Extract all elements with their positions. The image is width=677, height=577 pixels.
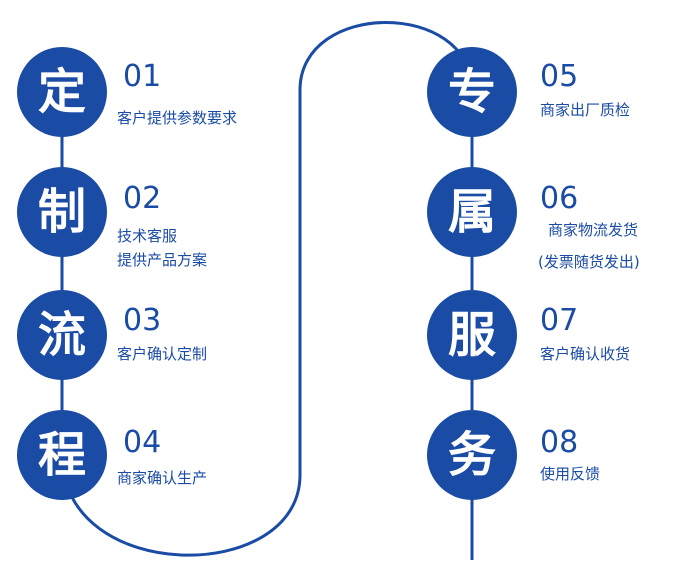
step-6-desc-line-2: (发票随货发出): [538, 253, 640, 271]
step-5-desc: 商家出厂质检: [540, 101, 631, 119]
step-2-desc-line-2: 提供产品方案: [117, 251, 208, 269]
step-1-char: 定: [37, 64, 86, 120]
step-5-circle: 专: [427, 47, 517, 137]
step-3-circle: 流: [17, 290, 107, 380]
step-4-desc: 商家确认生产: [117, 469, 208, 487]
step-7-desc: 客户确认收货: [540, 345, 631, 363]
step-8-circle: 务: [427, 410, 517, 500]
step-6-char: 属: [447, 184, 496, 240]
step-2-char: 制: [37, 184, 86, 240]
step-4-char: 程: [37, 427, 86, 483]
step-8-char: 务: [447, 427, 496, 483]
step-1-desc: 客户提供参数要求: [117, 109, 238, 127]
step-8-desc: 使用反馈: [540, 465, 601, 483]
step-8-number: 08: [540, 425, 579, 460]
step-7-circle: 服: [427, 290, 517, 380]
step-6-circle: 属: [427, 167, 517, 257]
step-6-desc-line-1: 商家物流发货: [548, 221, 639, 239]
step-3-char: 流: [37, 307, 86, 363]
step-2-desc-line-1: 技术客服: [117, 227, 178, 245]
step-2-number: 02: [123, 181, 162, 216]
step-4-number: 04: [123, 425, 162, 460]
step-1-circle: 定: [17, 47, 107, 137]
step-7-char: 服: [447, 307, 496, 363]
step-6-number: 06: [540, 181, 579, 216]
step-3-number: 03: [123, 303, 162, 338]
step-2-circle: 制: [17, 167, 107, 257]
step-1-number: 01: [123, 59, 162, 94]
step-4-circle: 程: [17, 410, 107, 500]
step-5-char: 专: [447, 64, 496, 120]
step-5-number: 05: [540, 59, 579, 94]
step-7-number: 07: [540, 303, 579, 338]
step-3-desc: 客户确认定制: [117, 345, 208, 363]
